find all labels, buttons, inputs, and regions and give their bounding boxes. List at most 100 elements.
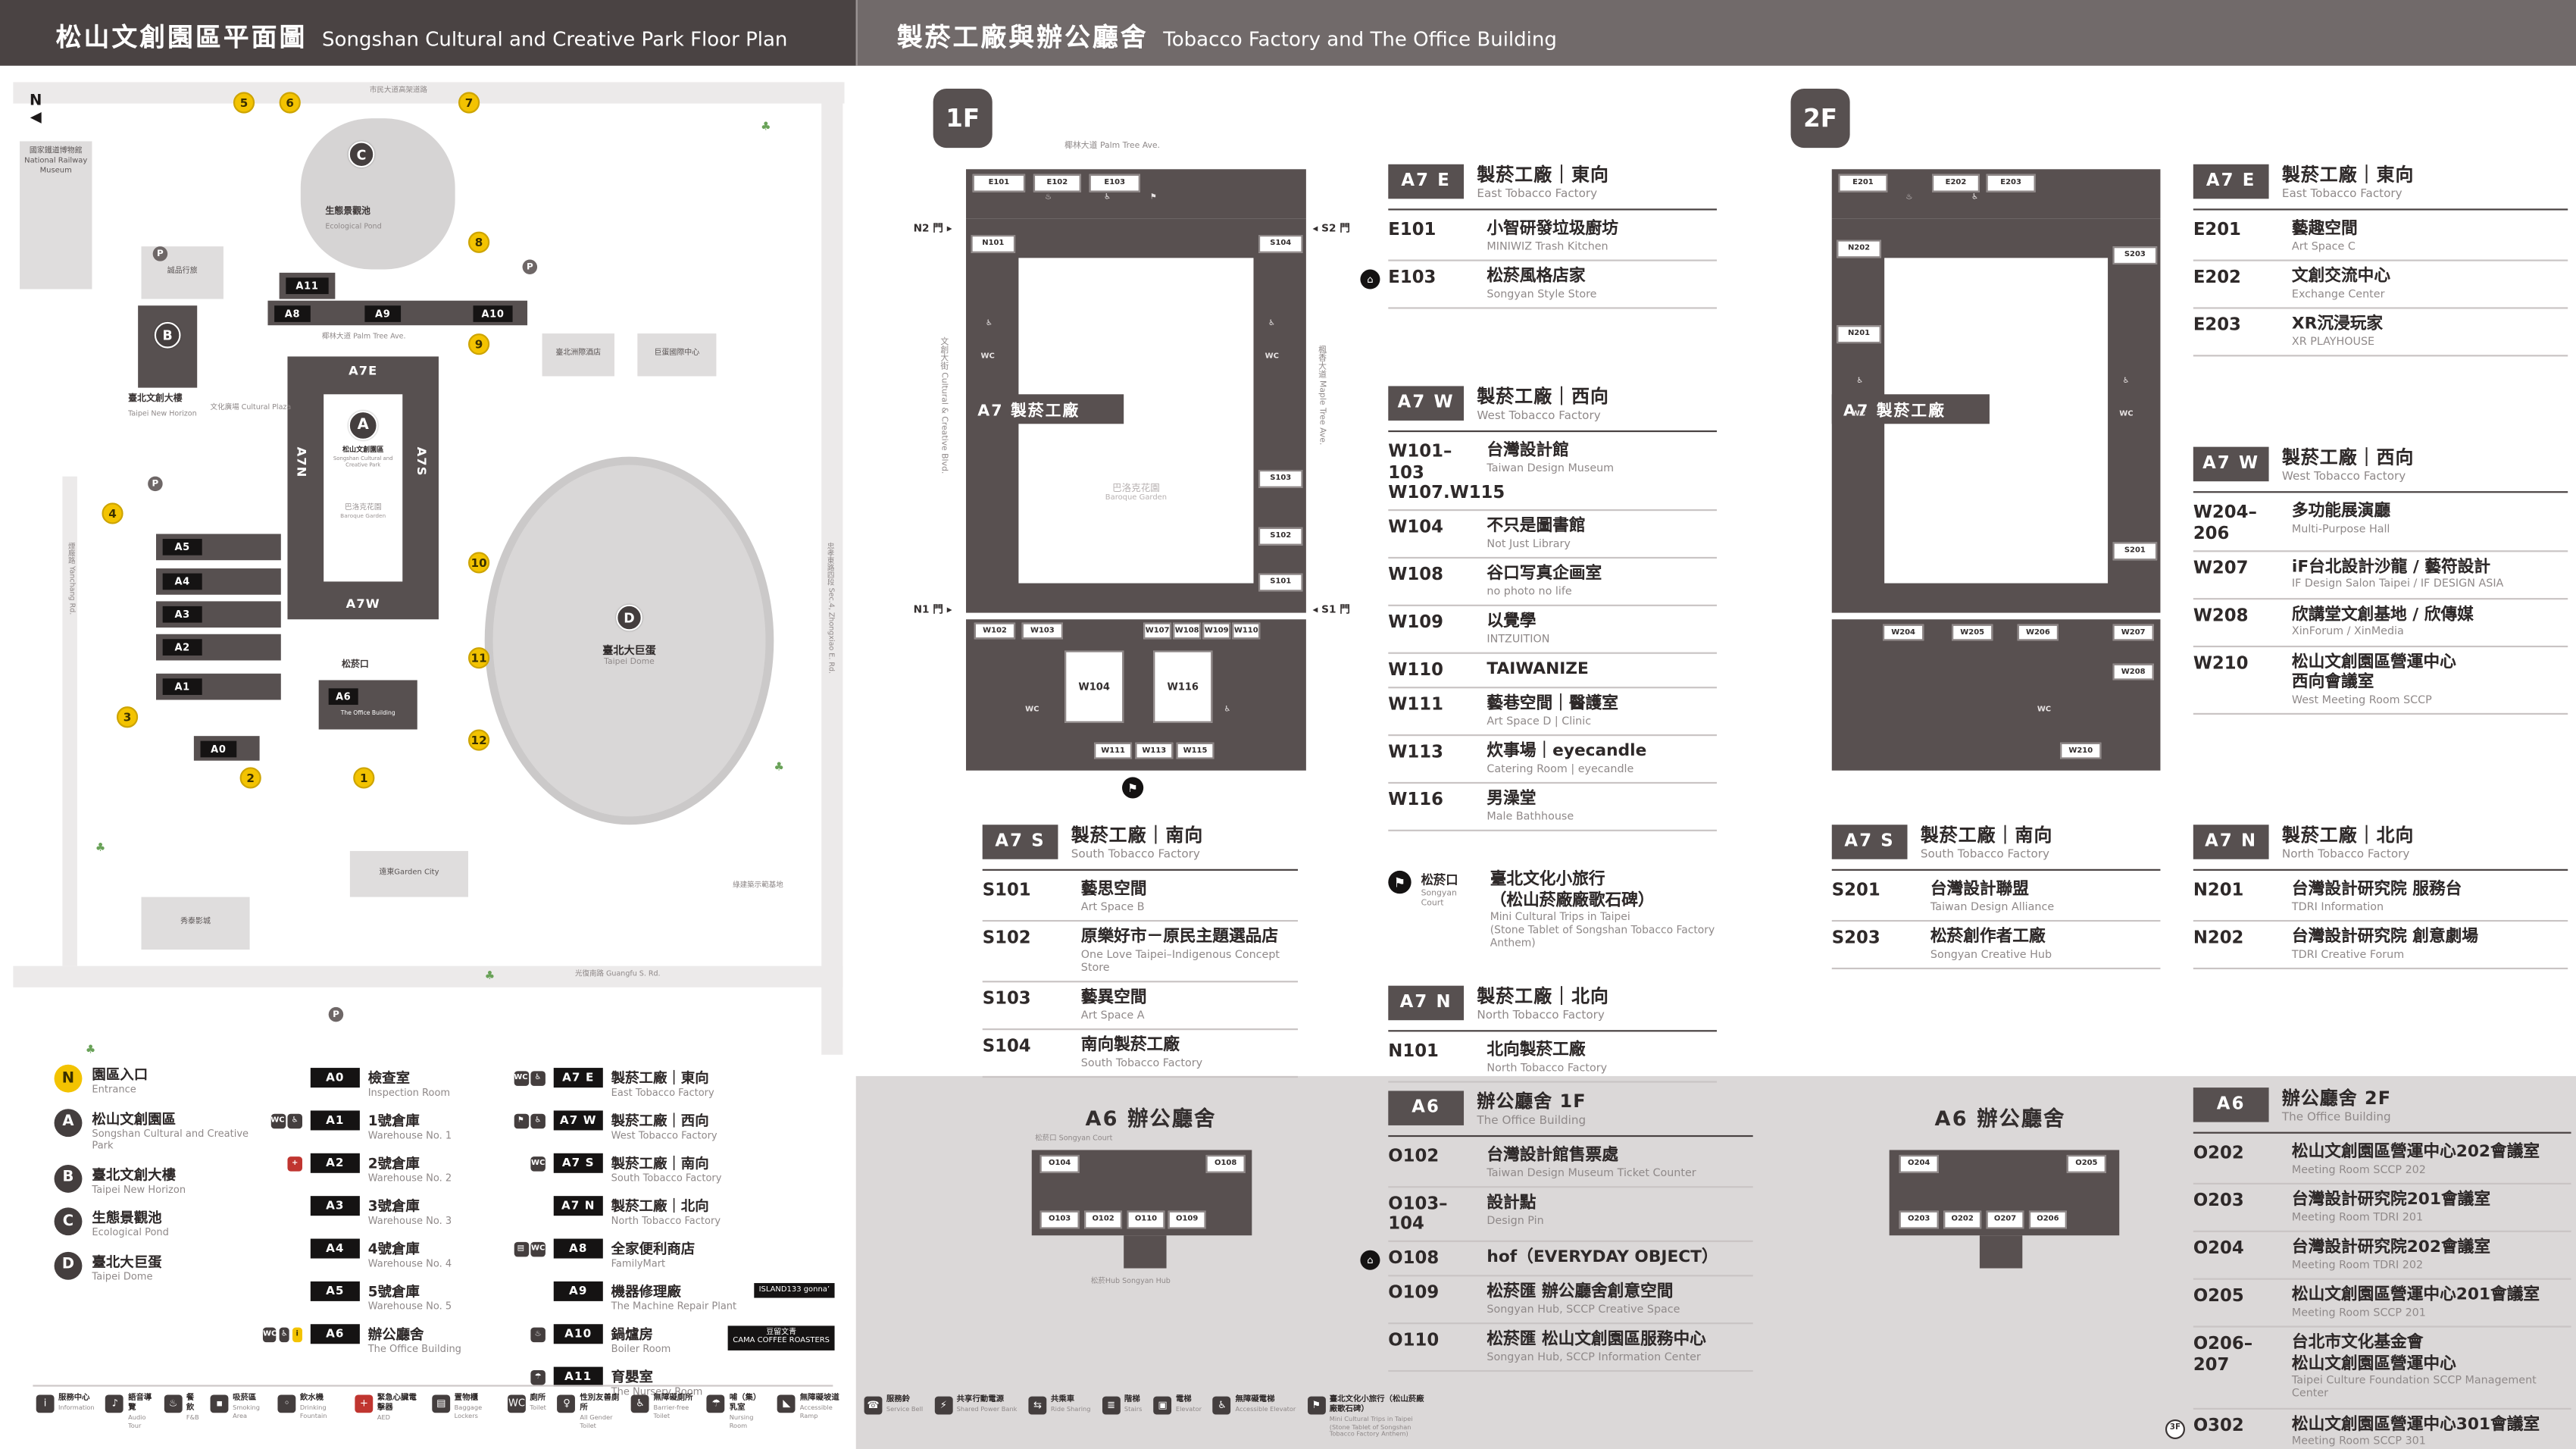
- legend-building-zh: 辦公廳舍: [367, 1327, 424, 1344]
- legend-building-chip: A3: [310, 1196, 360, 1216]
- room-zh: 松山文創園區營運中心 西向會議室: [2291, 653, 2456, 692]
- room-zh: 台灣設計研究院 創意劇場: [2291, 928, 2478, 947]
- legend-building-en: Warehouse No. 4: [367, 1258, 452, 1270]
- room-zh: 谷口写真企画室: [1487, 565, 1602, 584]
- north-compass: N ◀: [30, 94, 42, 128]
- legend-area-row: D 臺北大巨蛋 Taipei Dome: [54, 1250, 260, 1283]
- directory-item: O110 松菸匯 松山文創園區服務中心 Songyan Hub, SCCP In…: [1388, 1325, 1753, 1372]
- power-icon: ⚡: [934, 1396, 953, 1415]
- gate-label: N1 門 ▸: [913, 604, 952, 616]
- amenity-item: i 服務中心 Information: [36, 1394, 95, 1413]
- court-en: Songyan Court: [1421, 889, 1457, 909]
- room-code: W113: [1388, 742, 1443, 762]
- amenity-en: Toilet: [530, 1403, 546, 1412]
- room-en: Male Bathhouse: [1487, 809, 1574, 823]
- amenity-en: Drinking Fountain: [299, 1403, 327, 1419]
- parking-icon: P: [328, 1006, 344, 1022]
- room-code: E101: [1388, 220, 1436, 240]
- room-label: S103: [1258, 469, 1303, 488]
- map-text-label: 光復南路 Guangfu S. Rd.: [574, 971, 661, 980]
- room-en: Meeting Room SCCP 301: [2291, 1435, 2426, 1448]
- room-code: O108: [1388, 1249, 1440, 1269]
- legend-a7-zh: 製菸工廠｜西向: [611, 1113, 709, 1131]
- facility-icon: WC: [980, 353, 995, 361]
- map-building-block: 國家鐵道博物館 National Railway Museum: [20, 141, 92, 289]
- room-en: Art Space B: [1080, 900, 1145, 913]
- road-yanchang: [62, 476, 77, 966]
- entrance-marker: 3: [116, 706, 139, 728]
- amenity-item: ≣ 階梯 Stairs: [1102, 1396, 1142, 1415]
- amenity-zh: 無障礙坡道: [799, 1394, 839, 1404]
- legend-building-zh: 5號倉庫: [367, 1285, 420, 1301]
- f2-south-section: A7 S 製菸工廠｜南向 South Tobacco Factory S201 …: [1831, 822, 2161, 970]
- legend-building-chip: A4: [310, 1238, 360, 1259]
- legend-building-zh: 4號倉庫: [367, 1241, 420, 1259]
- room-label: W113: [1135, 742, 1174, 759]
- directory-item: S101 藝思空間 Art Space B: [982, 874, 1299, 922]
- building-code-chip: A4: [162, 573, 202, 590]
- a7e-wing-label: A7E: [349, 363, 378, 378]
- a6-1f-directory: A6 辦公廳舍 1F The Office Building O102 台灣設計…: [1360, 1088, 1753, 1372]
- room-label: O203: [1899, 1210, 1939, 1229]
- tenant-tag: 豆留文青 CAMA COFFEE ROASTERS: [727, 1325, 835, 1350]
- directory-item: ⌂ O108 hof（EVERYDAY OBJECT）: [1360, 1243, 1753, 1277]
- room-code: W116: [1388, 790, 1443, 811]
- pond-pin: C: [348, 141, 375, 168]
- new-horizon-pin: B: [154, 321, 181, 349]
- accessible-icon: ♿: [530, 1070, 546, 1085]
- garden-caption-en: Baroque Garden: [340, 512, 386, 520]
- building-code-chip: A1: [162, 678, 202, 695]
- room-code: W210: [2193, 653, 2249, 674]
- room-zh: XR沉浸玩家: [2291, 315, 2384, 334]
- room-code: S201: [1831, 880, 1880, 900]
- room-en: Not Just Library: [1487, 536, 1571, 550]
- amenity-item: ♿ 無障礙電梯 Accessible Elevator: [1213, 1396, 1296, 1415]
- room-zh: 欣講堂文創基地 / 欣傳媒: [2291, 606, 2474, 624]
- building-code-chip: A6: [328, 688, 358, 705]
- amenity-en: Shared Power Bank: [956, 1404, 1018, 1413]
- room-code: O203: [2193, 1191, 2244, 1211]
- legend-a7-chip: A7 E: [553, 1068, 603, 1088]
- room-label: W107: [1143, 622, 1172, 640]
- legend-building-chip: A5: [310, 1281, 360, 1301]
- room-code: O103–104: [1388, 1194, 1448, 1235]
- legend-icon-group: [263, 1068, 302, 1070]
- room-code: W101–103 W107.W115: [1388, 442, 1505, 503]
- legend-area-row: A 松山文創園區 Songshan Cultural and Creative …: [54, 1108, 260, 1153]
- room-en: Taipei Culture Foundation SCCP Managemen…: [2291, 1373, 2537, 1400]
- legend-area-en: Taipei Dome: [92, 1270, 153, 1282]
- directory-item: W208 欣講堂文創基地 / 欣傳媒 XinForum / XinMedia: [2193, 599, 2568, 647]
- facility-icon: WC: [2119, 410, 2134, 419]
- legend-a7-chip: A9: [553, 1281, 603, 1301]
- road-civic-blvd: [13, 82, 845, 104]
- elevator-icon: ▣: [1153, 1396, 1172, 1415]
- amenity-item: ▣ 電梯 Elevator: [1153, 1396, 1202, 1415]
- section-badge: A7 N: [2193, 824, 2269, 859]
- legend-building-row: WC♿i A6 辦公廳舍 The Office Building: [262, 1324, 493, 1356]
- tree-icon: ♣: [85, 1043, 96, 1056]
- legend-a7-chip: A7 W: [553, 1110, 603, 1131]
- map-text-label: 市民大道高架道路: [369, 86, 428, 95]
- map-text-label: Taipei New Horizon: [128, 410, 197, 419]
- accessible-elevator-icon: ♿: [1213, 1396, 1232, 1415]
- directory-item: W113 炊事場｜eyecandle Catering Room | eyeca…: [1388, 736, 1717, 784]
- section-zh: 製菸工廠｜東向: [2281, 164, 2415, 186]
- f2-west-section: A7 W 製菸工廠｜西向 West Tobacco Factory W204–2…: [2193, 444, 2568, 715]
- songyan-court-map-icon: ⚑: [1122, 777, 1144, 799]
- directory-list: O202 松山文創園區營運中心202會議室 Meeting Room SCCP …: [2165, 1137, 2571, 1449]
- room-code: W207: [2193, 558, 2249, 578]
- a6-2f-stub: [1979, 1235, 2023, 1269]
- legend-icon-group: WC♿i: [262, 1324, 302, 1342]
- legend-a7-en: FamilyMart: [611, 1258, 666, 1270]
- room-code: W111: [1388, 694, 1443, 715]
- legend-area-key: B: [54, 1163, 83, 1192]
- locker-icon: ▤: [432, 1394, 451, 1413]
- legend-icon-group: ♨: [506, 1324, 546, 1342]
- room-label: O206: [2028, 1210, 2067, 1229]
- legend-a7-row: A9 機器修理廠 The Machine Repair Plant ISLAND…: [506, 1281, 835, 1313]
- directory-item: E202 文創交流中心 Exchange Center: [2193, 261, 2568, 309]
- parking-icon: P: [148, 476, 163, 492]
- room-zh: 松山文創園區營運中心201會議室: [2291, 1286, 2540, 1305]
- section-en: West Tobacco Factory: [2281, 470, 2406, 484]
- amenity-en: Ride Sharing: [1050, 1404, 1091, 1413]
